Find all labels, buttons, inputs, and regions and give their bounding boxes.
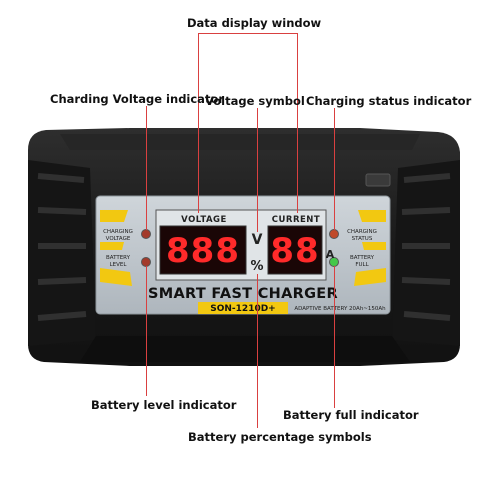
switch-slot-icon [365, 173, 391, 187]
leader-voltage-symbol [257, 108, 258, 232]
amp-symbol: A [326, 248, 335, 261]
voltage-digits: 888 [166, 231, 240, 271]
percent-symbol: % [250, 259, 263, 274]
charging-voltage-led-icon [141, 229, 151, 239]
current-digits: 88 [270, 231, 319, 271]
brand-title: SMART FAST CHARGER [148, 286, 338, 302]
label-battery-full-l1: BATTERY [350, 255, 375, 261]
leader-data-display-right [297, 33, 298, 213]
leader-charging-status [334, 108, 335, 230]
label-charging-voltage-l1: CHARGING [103, 229, 133, 235]
leader-battery-full [334, 266, 335, 408]
label-battery-level-l2: LEVEL [110, 262, 128, 268]
leader-data-display-left [198, 33, 199, 213]
voltage-display [159, 225, 247, 275]
model-number: SON-1210D+ [210, 304, 275, 314]
callout-battery-level-indicator: Battery level indicator [91, 398, 237, 412]
spec-line: ADAPTIVE BATTERY 20Ah~150Ah [294, 306, 386, 312]
callout-charging-status-indicator: Charging status indicator [306, 94, 472, 108]
callout-battery-full-indicator: Battery full indicator [283, 408, 419, 422]
label-charging-status-l1: CHARGING [347, 229, 377, 235]
callout-battery-percentage-symbols: Battery percentage symbols [188, 430, 372, 444]
label-battery-full-l2: FULL [355, 262, 369, 268]
leader-battery-level [146, 266, 147, 396]
charging-status-led-icon [329, 229, 339, 239]
label-charging-voltage-l2: VOLTAGE [106, 236, 131, 242]
current-header: CURRENT [272, 215, 320, 225]
leader-charging-voltage [146, 106, 147, 230]
current-display [267, 225, 323, 275]
callout-charging-voltage-indicator: Charding Voltage indicator [50, 92, 225, 106]
volt-symbol: V [252, 232, 263, 248]
callout-data-display-window: Data display window [187, 16, 322, 30]
front-panel: CHARGING VOLTAGE BATTERY LEVEL CHARGING … [95, 195, 391, 315]
label-charging-status-l2: STATUS [352, 236, 373, 242]
callout-voltage-symbol: Voltage symbol [205, 94, 305, 108]
voltage-header: VOLTAGE [181, 215, 227, 225]
leader-data-display-h [198, 33, 298, 34]
label-battery-level-l1: BATTERY [106, 255, 131, 261]
leader-battery-percentage [257, 274, 258, 428]
